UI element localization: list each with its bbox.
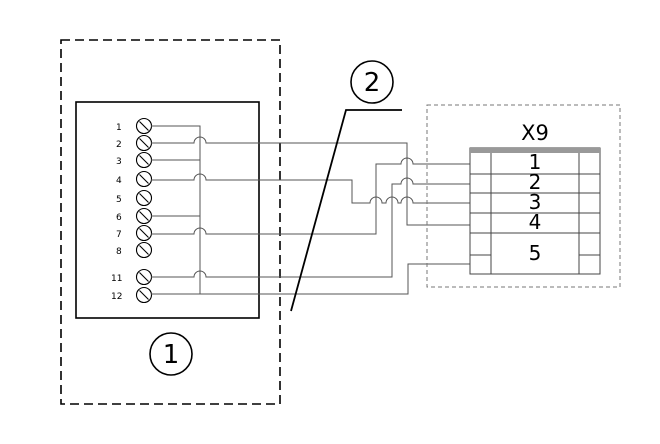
terminal-label: 8 — [116, 247, 122, 257]
wire-terminal-2 — [151, 136, 470, 226]
connector-pin-label: 4 — [529, 210, 542, 234]
screw-terminal-6 — [135, 207, 153, 225]
screw-terminal-2 — [135, 134, 153, 152]
wire-terminal-11 — [151, 177, 470, 278]
terminal-screws — [135, 117, 153, 304]
connector-pin-label: 2 — [529, 170, 542, 194]
wire-terminal-4 — [151, 173, 470, 204]
terminal-label: 2 — [116, 140, 122, 150]
callout-2-label: 2 — [364, 68, 381, 98]
connector-title: X9 — [521, 121, 549, 145]
screw-terminal-5 — [135, 189, 153, 207]
screw-terminal-8 — [135, 241, 153, 259]
device-callout: 1 — [149, 332, 193, 376]
terminal-label: 1 — [116, 123, 122, 133]
terminal-label: 6 — [116, 213, 122, 223]
screw-terminal-4 — [135, 170, 153, 188]
connector-pin-label: 1 — [529, 150, 542, 174]
cable-callout: 2 — [290, 60, 402, 312]
screw-terminal-7 — [135, 224, 153, 242]
terminal-label: 4 — [116, 176, 122, 186]
screw-terminal-11 — [135, 268, 153, 286]
screw-terminal-3 — [135, 151, 153, 169]
terminal-block — [75, 101, 260, 319]
wire-terminal-12 — [151, 263, 470, 295]
cable-wires — [151, 136, 470, 295]
connector-pin-label: 5 — [529, 241, 542, 265]
screw-terminal-1 — [135, 117, 153, 135]
terminal-label: 7 — [116, 230, 122, 240]
connector-header-bar — [470, 148, 600, 153]
terminal-label: 5 — [116, 195, 122, 205]
connector-pin-label: 3 — [529, 190, 542, 214]
terminal-label: 3 — [116, 157, 122, 167]
wire-terminal-7 — [151, 157, 470, 235]
connector-body — [469, 147, 601, 275]
internal-bus-wiring — [151, 125, 201, 295]
terminal-label: 12 — [111, 292, 122, 302]
connector-x9: X9 1 2 3 4 5 — [426, 104, 621, 288]
device-enclosure — [60, 39, 281, 405]
terminal-label: 11 — [111, 274, 122, 284]
callout-1-label: 1 — [163, 340, 180, 370]
connector-enclosure — [426, 104, 621, 288]
screw-terminal-12 — [135, 286, 153, 304]
terminal-labels: 1 2 3 4 5 6 7 8 11 12 — [111, 123, 122, 302]
